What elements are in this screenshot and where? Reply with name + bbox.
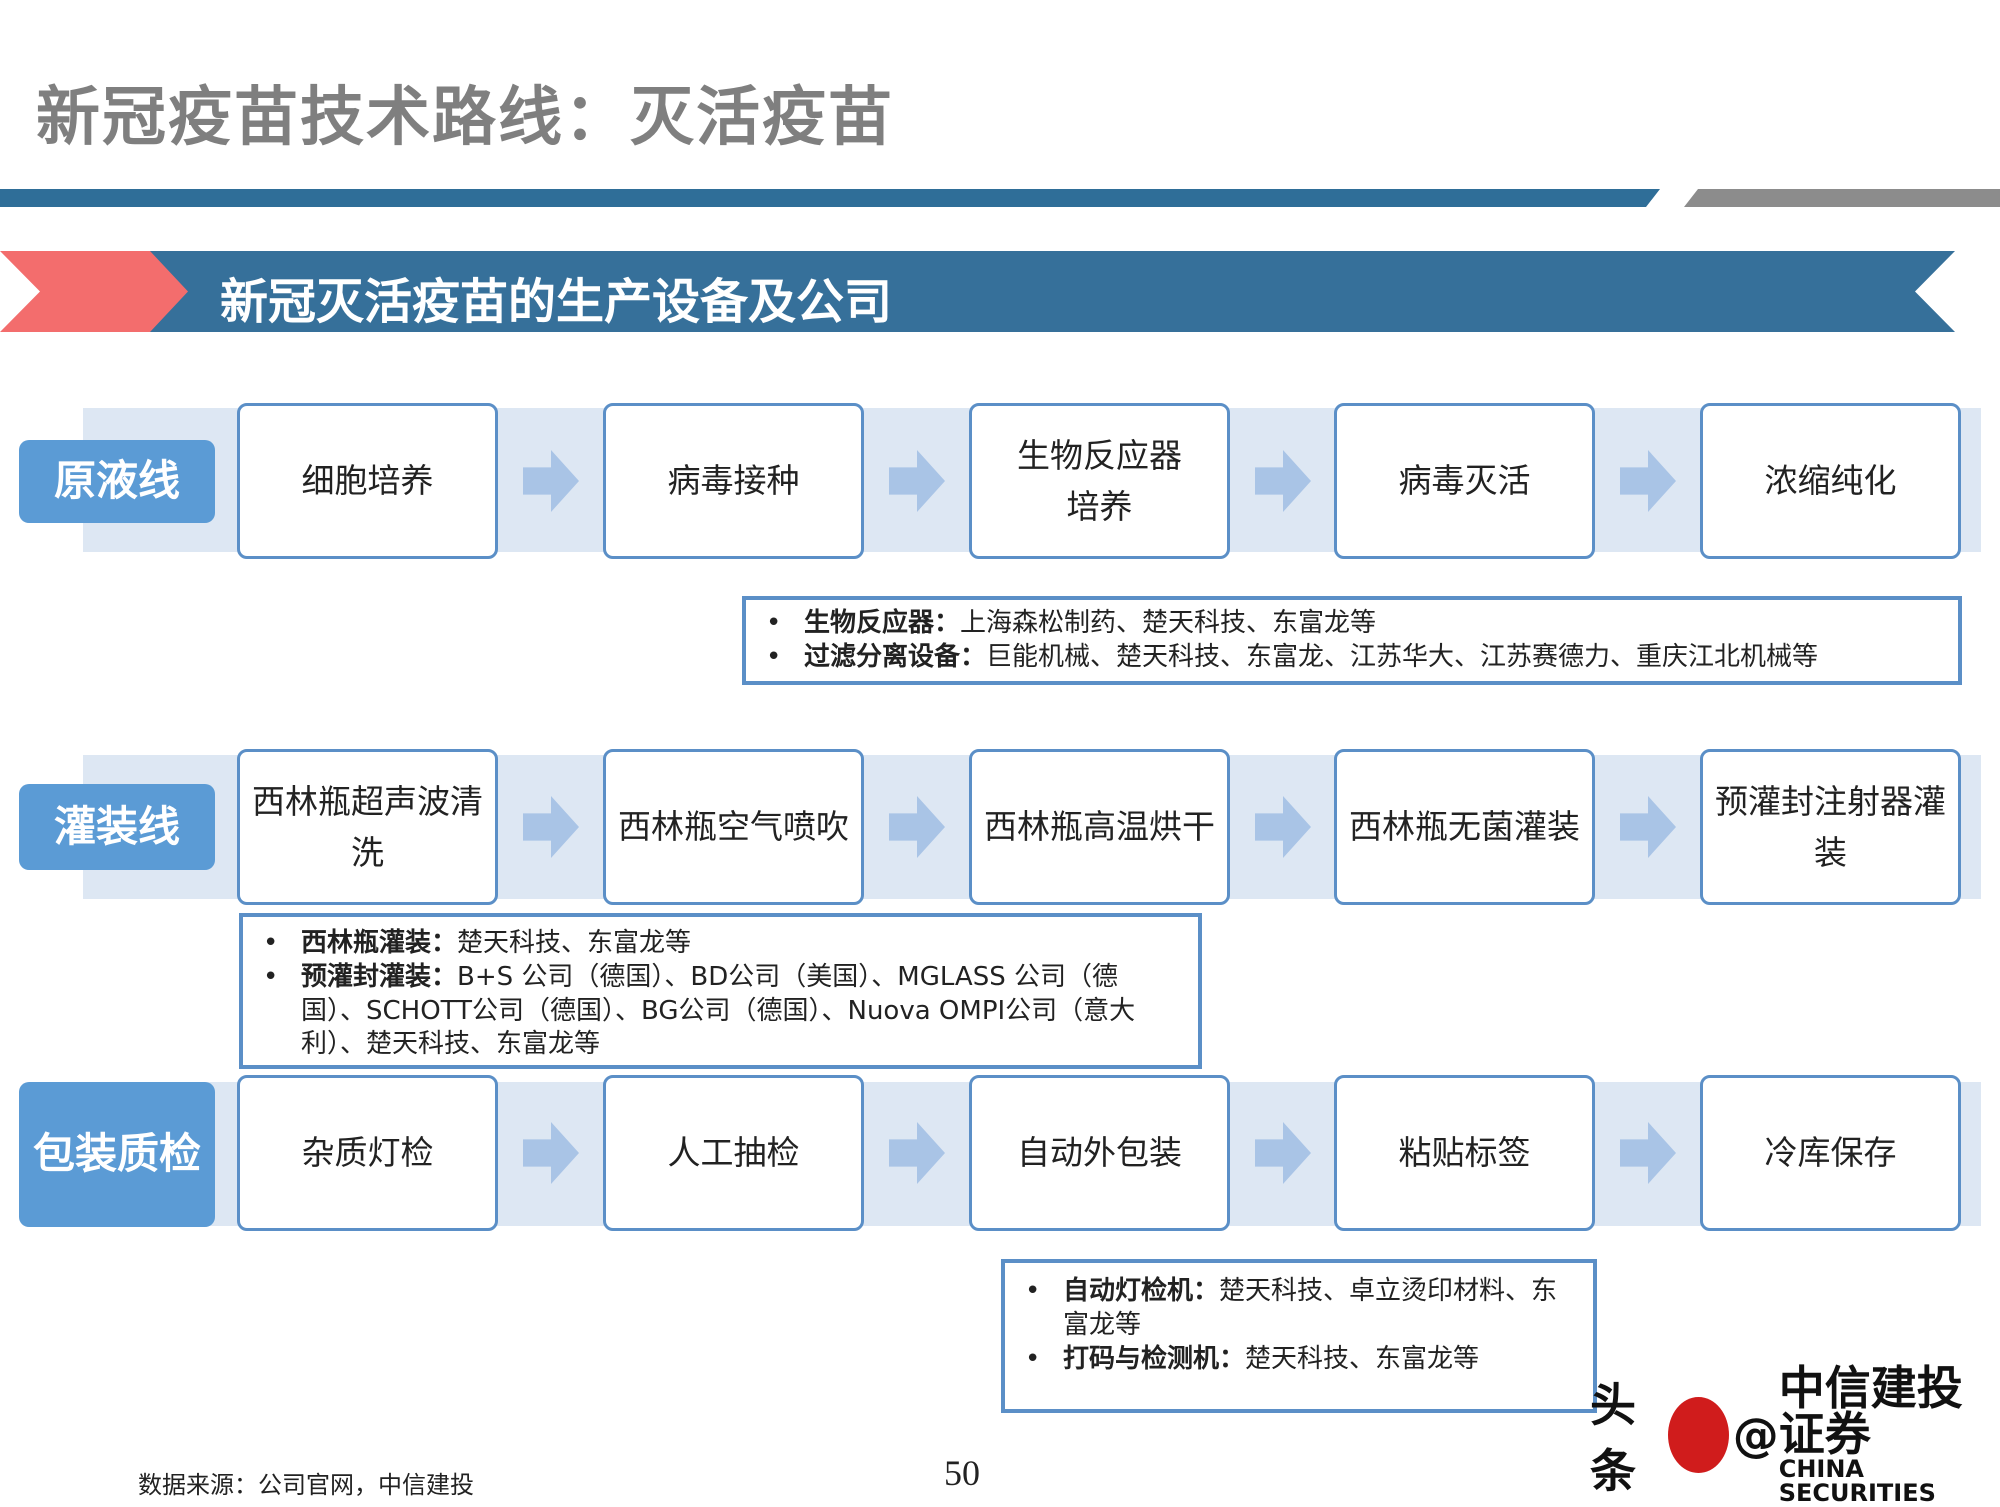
info-box-liquid: 生物反应器：上海森松制药、楚天科技、东富龙等过滤分离设备：巨能机械、楚天科技、东… [742,596,1962,685]
info-term: 自动灯检机： [1063,1276,1220,1306]
process-step-label: 西林瓶超声波清洗 [252,781,483,872]
process-step-label: 预灌封注射器灌装 [1715,781,1946,872]
watermark-logo: 头条 @ 中信建投证券 CHINA SECURITIES [1590,1365,2000,1505]
header-divider-blue [0,189,1660,207]
process-step: 自动外包装 [969,1075,1230,1231]
process-step-label: 细胞培养 [301,461,434,501]
section-title: 新冠灭活疫苗的生产设备及公司 [220,274,893,330]
process-step-label: 冷库保存 [1764,1133,1897,1173]
process-step-label: 西林瓶高温烘干 [984,807,1215,847]
process-step: 细胞培养 [237,403,498,559]
info-item: 生物反应器：上海森松制药、楚天科技、东富龙等 [766,607,1940,641]
process-step: 西林瓶高温烘干 [969,749,1230,905]
process-step: 西林瓶无菌灌装 [1334,749,1595,905]
process-step-label: 生物反应器 培养 [1017,435,1182,526]
process-step-label: 病毒灭活 [1398,461,1531,501]
info-text: 楚天科技、东富龙等 [457,928,692,958]
process-step: 病毒接种 [603,403,864,559]
process-step: 浓缩纯化 [1700,403,1961,559]
process-step: 西林瓶空气喷吹 [603,749,864,905]
process-step: 粘贴标签 [1334,1075,1595,1231]
watermark-at: @ [1732,1408,1779,1462]
watermark-prefix: 头条 [1590,1378,1636,1498]
process-step-label: 杂质灯检 [301,1133,434,1173]
info-term: 生物反应器： [804,608,961,638]
process-step-label: 粘贴标签 [1398,1133,1531,1173]
info-box-packaging: 自动灯检机：楚天科技、卓立烫印材料、东富龙等打码与检测机：楚天科技、东富龙等 [1001,1259,1597,1413]
page-number: 50 [944,1453,980,1493]
process-step: 病毒灭活 [1334,403,1595,559]
liquid-line-label: 原液线 [19,440,215,523]
filling-line-label: 灌装线 [19,784,215,870]
info-item: 自动灯检机：楚天科技、卓立烫印材料、东富龙等 [1025,1275,1575,1343]
info-item: 西林瓶灌装：楚天科技、东富龙等 [263,927,1180,961]
source-note: 数据来源：公司官网，中信建投 [138,1471,474,1499]
watermark-name-en: CHINA SECURITIES [1778,1455,1936,1507]
info-item: 过滤分离设备：巨能机械、楚天科技、东富龙、江苏华大、江苏赛德力、重庆江北机械等 [766,641,1940,675]
process-step: 人工抽检 [603,1075,864,1231]
header-divider-gray [1684,189,2000,207]
process-step-label: 西林瓶无菌灌装 [1349,807,1580,847]
process-step: 西林瓶超声波清洗 [237,749,498,905]
info-text: 楚天科技、东富龙等 [1245,1343,1480,1374]
process-step: 冷库保存 [1700,1075,1961,1231]
info-term: 过滤分离设备： [804,641,987,672]
info-text: 巨能机械、楚天科技、东富龙、江苏华大、江苏赛德力、重庆江北机械等 [986,641,1819,672]
process-step-label: 自动外包装 [1017,1133,1182,1173]
process-step: 杂质灯检 [237,1075,498,1231]
process-step: 预灌封注射器灌装 [1700,749,1961,905]
process-step: 生物反应器 培养 [969,403,1230,559]
info-term: 西林瓶灌装： [301,928,458,958]
info-text: B+S 公司（德国）、BD公司（美国）、MGLASS 公司（德国）、SCHOTT… [301,961,1136,1060]
watermark-name: 中信建投证券 [1778,1361,1963,1461]
process-step-label: 浓缩纯化 [1764,461,1897,501]
process-step-label: 病毒接种 [667,461,800,501]
process-step-label: 人工抽检 [667,1133,800,1173]
packaging-line-label: 包装质检 [19,1082,215,1227]
process-step-label: 西林瓶空气喷吹 [618,807,849,847]
info-item: 打码与检测机：楚天科技、东富龙等 [1025,1343,1575,1377]
info-term: 打码与检测机： [1063,1343,1246,1374]
seal-icon [1667,1397,1729,1473]
info-text: 上海森松制药、楚天科技、东富龙等 [960,608,1377,638]
page-title: 新冠疫苗技术路线：灭活疫苗 [36,81,894,155]
info-term: 预灌封灌装： [301,961,458,992]
chevron-icon [0,251,188,332]
info-item: 预灌封灌装：B+S 公司（德国）、BD公司（美国）、MGLASS 公司（德国）、… [263,961,1180,1062]
section-banner [120,251,1955,332]
info-text: 楚天科技、卓立烫印材料、东富龙等 [1063,1276,1558,1340]
info-box-filling: 西林瓶灌装：楚天科技、东富龙等预灌封灌装：B+S 公司（德国）、BD公司（美国）… [239,913,1202,1069]
